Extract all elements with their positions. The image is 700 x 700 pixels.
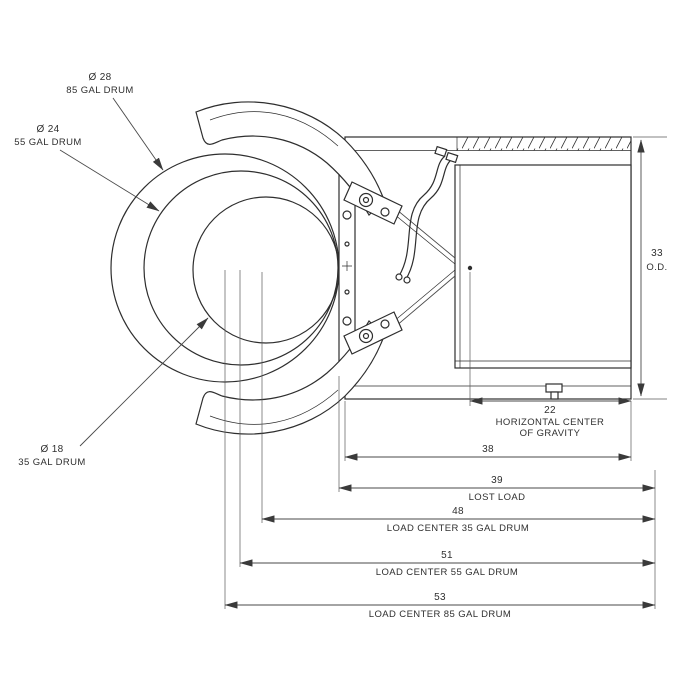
dim-39-label: LOST LOAD <box>469 492 526 503</box>
machine-body <box>344 136 632 400</box>
dim-48-label: LOAD CENTER 35 GAL DRUM <box>387 523 529 534</box>
callout-texts: Ø 28 85 GAL DRUM Ø 24 55 GAL DRUM Ø 18 3… <box>14 72 133 468</box>
dim-51-value: 51 <box>441 550 453 561</box>
grip-plate <box>338 161 356 375</box>
hydraulic-hoses <box>395 145 459 284</box>
leader-85gal <box>112 97 164 171</box>
bottom-fitting <box>545 383 563 393</box>
callout-85gal-diameter: Ø 28 <box>89 72 112 83</box>
dim-33-value: 33 <box>651 248 663 259</box>
drum-circle-55gal <box>143 170 339 366</box>
leader-35gal <box>79 317 209 447</box>
center-of-gravity-point <box>467 265 473 271</box>
main-block <box>454 164 632 369</box>
extension-lines <box>224 136 667 609</box>
leader-55gal <box>59 149 160 212</box>
callout-55gal-label: 55 GAL DRUM <box>14 137 81 148</box>
drum-circle-35gal <box>192 196 340 344</box>
dim-38-value: 38 <box>482 444 494 455</box>
callout-35gal-label: 35 GAL DRUM <box>18 457 85 468</box>
dimension-texts: 33 O.D. 22 HORIZONTAL CENTER OF GRAVITY … <box>369 248 667 620</box>
hatched-rail <box>457 137 631 151</box>
dim-22-value: 22 <box>544 405 556 416</box>
dim-48-value: 48 <box>452 506 464 517</box>
dim-53-value: 53 <box>434 592 446 603</box>
callout-leaders <box>59 97 209 447</box>
dim-33-label: O.D. <box>646 262 667 273</box>
dim-22-label-line1: HORIZONTAL CENTER <box>496 417 605 428</box>
dim-22-label-line2: OF GRAVITY <box>520 428 581 439</box>
dimension-lines <box>224 139 656 609</box>
callout-55gal-diameter: Ø 24 <box>37 124 60 135</box>
center-mark <box>342 261 352 271</box>
dim-51-label: LOAD CENTER 55 GAL DRUM <box>376 567 518 578</box>
callout-35gal-diameter: Ø 18 <box>41 444 64 455</box>
dim-53-label: LOAD CENTER 85 GAL DRUM <box>369 609 511 620</box>
callout-85gal-label: 85 GAL DRUM <box>66 85 133 96</box>
pivot-brackets <box>343 181 403 355</box>
dim-39-value: 39 <box>491 475 503 486</box>
